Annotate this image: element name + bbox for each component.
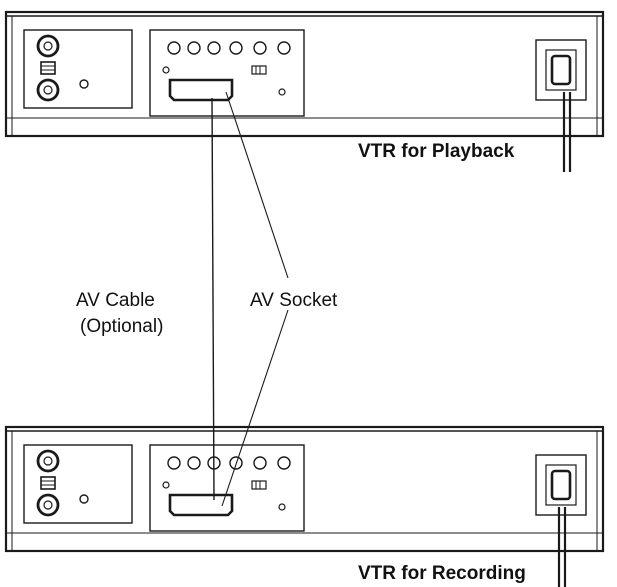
av-cable (211, 97, 215, 501)
playback-vtr-label: VTR for Playback (358, 141, 515, 162)
av-cable-label-line1: AV Cable (76, 290, 155, 311)
av-socket-leaders (221, 91, 289, 507)
vtr-playback (4, 10, 605, 172)
recording-vtr-label: VTR for Recording (358, 563, 526, 584)
av-cable-label-line2: (Optional) (80, 316, 163, 337)
av-socket-label: AV Socket (250, 290, 338, 311)
vtr-recording (4, 425, 605, 587)
